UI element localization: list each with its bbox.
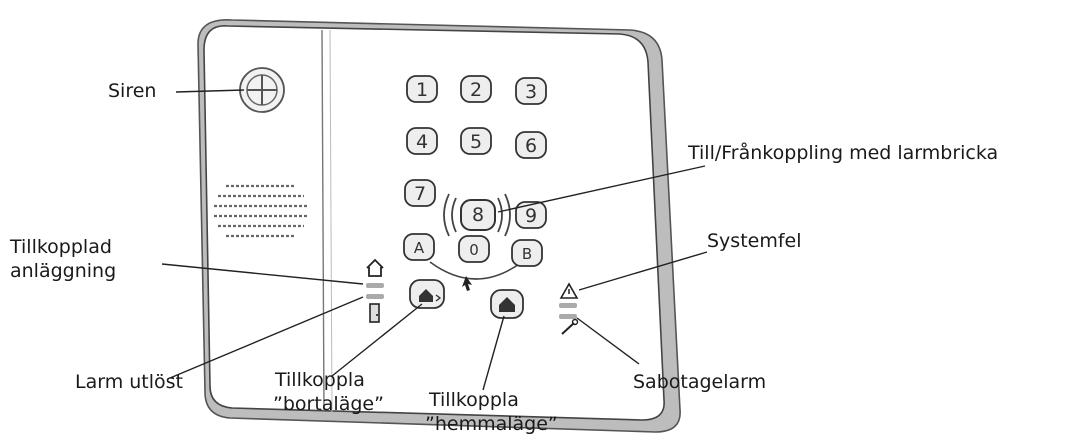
key-a[interactable]: A — [403, 233, 435, 261]
key-b[interactable]: B — [511, 239, 543, 267]
line-home — [482, 315, 505, 391]
key-9[interactable]: 9 — [515, 201, 547, 229]
warning-triangle-icon — [559, 282, 579, 299]
key-5[interactable]: 5 — [460, 127, 492, 155]
label-arm-away-line2: ”bortaläge” — [273, 393, 384, 415]
tamper-led — [559, 314, 577, 319]
key-8-label: 8 — [472, 204, 484, 226]
line-tamper — [576, 317, 640, 365]
key-2[interactable]: 2 — [460, 75, 492, 103]
key-4-label: 4 — [416, 131, 428, 153]
key-6-label: 6 — [525, 135, 537, 157]
alarm-led — [366, 294, 384, 299]
label-arm-home-line2: ”hemmaläge” — [425, 413, 558, 435]
key-2-label: 2 — [470, 79, 482, 101]
arm-home-button[interactable] — [490, 289, 524, 319]
key-1-label: 1 — [416, 79, 428, 101]
rfid-wave-icon — [443, 193, 511, 237]
door-icon — [369, 303, 380, 323]
house-away-icon — [419, 289, 442, 302]
key-6[interactable]: 6 — [515, 131, 547, 159]
key-9-label: 9 — [525, 205, 537, 227]
line-armed — [161, 263, 364, 285]
label-armed-line2: anläggning — [10, 260, 117, 282]
arm-away-button[interactable] — [409, 279, 445, 309]
wrench-icon — [561, 318, 579, 335]
tag-area-arc — [429, 261, 523, 280]
key-7[interactable]: 7 — [404, 179, 436, 207]
key-8[interactable]: 8 — [460, 199, 496, 231]
label-arm-away-line1: Tillkoppla — [275, 369, 365, 391]
key-b-label: B — [522, 245, 532, 263]
label-alarm-triggered: Larm utlöst — [75, 371, 183, 393]
device-body — [197, 19, 681, 433]
key-3-label: 3 — [525, 81, 537, 103]
siren-grille-icon — [239, 67, 285, 113]
label-arm-home-line1: Tillkoppla — [429, 389, 519, 411]
label-armed-line1: Tillkopplad — [10, 236, 112, 258]
line-away — [331, 303, 423, 377]
line-alarm — [169, 296, 364, 379]
key-4[interactable]: 4 — [406, 127, 438, 155]
key-7-label: 7 — [414, 183, 426, 205]
label-system-fault: Systemfel — [707, 230, 802, 252]
speaker-slots — [214, 184, 308, 238]
key-1[interactable]: 1 — [406, 75, 438, 103]
key-0[interactable]: 0 — [458, 235, 490, 263]
label-siren: Siren — [108, 80, 157, 102]
key-5-label: 5 — [470, 131, 482, 153]
line-tag — [497, 165, 706, 213]
house-home-icon — [499, 297, 515, 312]
label-tag-arm: Till/Frånkoppling med larmbricka — [688, 142, 999, 164]
fault-led — [559, 303, 577, 308]
key-a-label: A — [414, 239, 425, 257]
callout-lines — [161, 89, 708, 391]
armed-led — [366, 283, 384, 288]
tag-area-arrow — [462, 276, 472, 291]
keypad: 1 2 3 4 5 6 7 8 9 A 0 B — [403, 75, 547, 267]
key-3[interactable]: 3 — [515, 77, 547, 105]
house-icon — [366, 258, 384, 277]
line-fault — [578, 251, 708, 291]
line-siren — [175, 89, 245, 93]
label-tamper: Sabotagelarm — [633, 371, 767, 393]
key-0-label: 0 — [469, 241, 479, 259]
